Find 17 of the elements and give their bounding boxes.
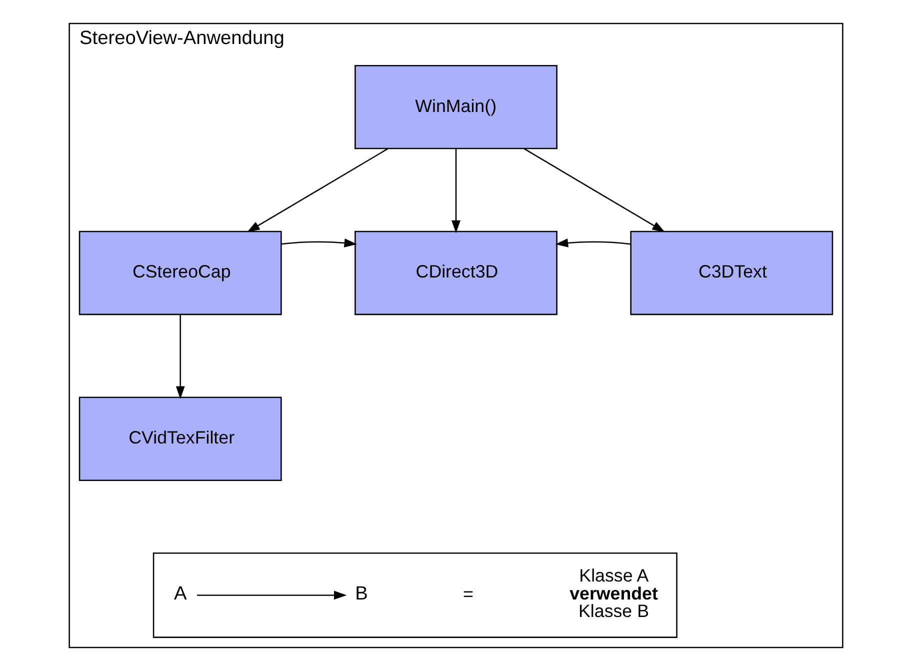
node-box: CDirect3D [354, 230, 558, 316]
label: Klasse A verwendet Klasse B [570, 565, 658, 622]
arrow [176, 314, 185, 400]
arrow [247, 148, 388, 232]
node-text: B [355, 584, 368, 605]
arrow [281, 238, 358, 248]
node-box: WinMain() [354, 64, 558, 150]
arrow [196, 590, 347, 600]
node-box: CStereoCap [78, 230, 282, 316]
arrow [452, 148, 460, 234]
node-text: A [174, 584, 187, 605]
node-box: C3DText [630, 230, 834, 316]
node-box: CVidTexFilter [78, 396, 282, 481]
arrow [524, 148, 665, 232]
arrow [555, 238, 631, 248]
label: = [463, 584, 474, 604]
cluster [152, 552, 678, 638]
